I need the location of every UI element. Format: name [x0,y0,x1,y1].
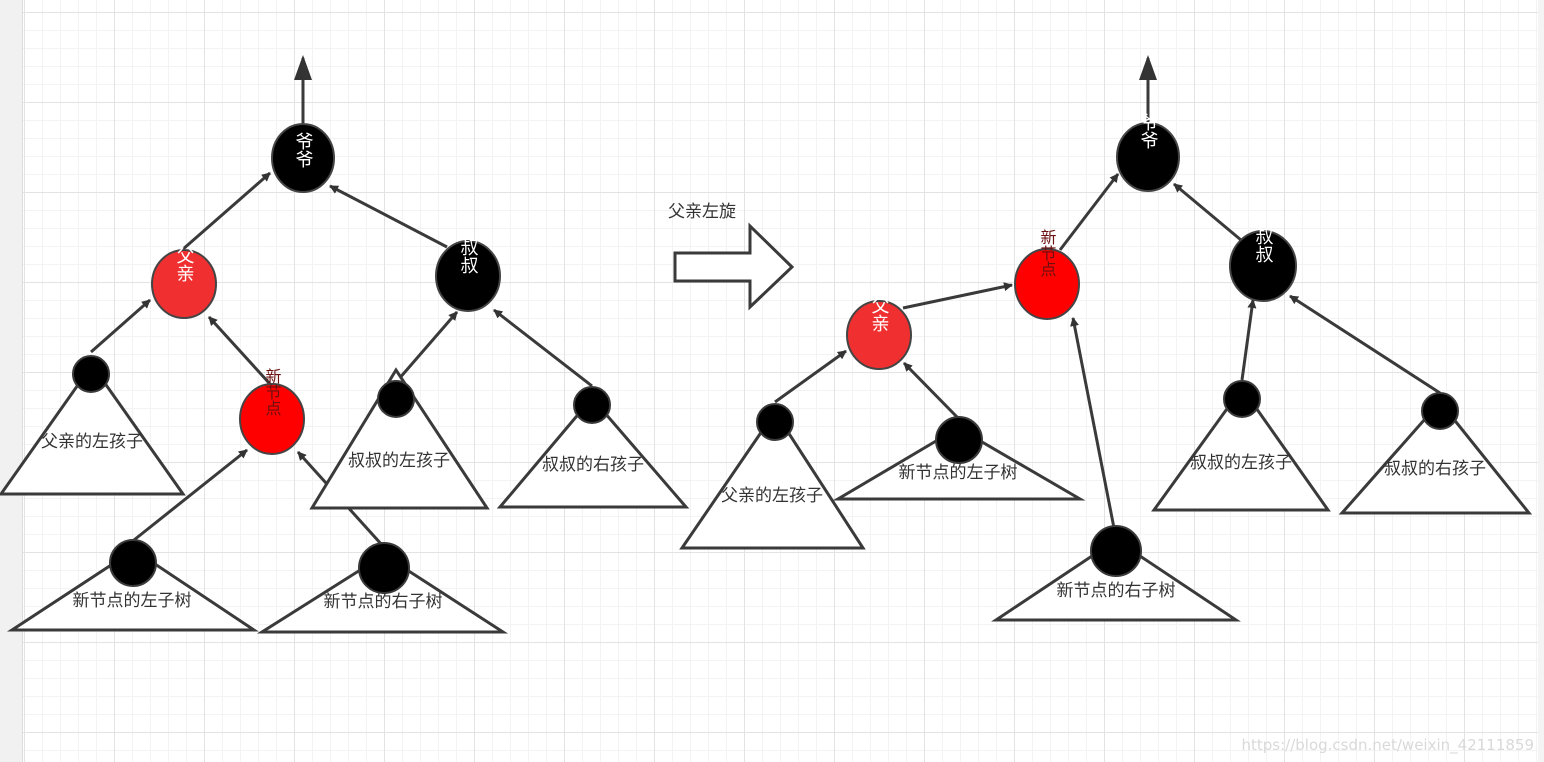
label-new-node-r: 新节点 [1038,229,1057,277]
label-uncle: 叔叔 [458,238,479,274]
subtree-uncle-left [309,367,490,510]
subtree-root-father-left-r [756,403,794,441]
subtree-uncle-right-r [1338,399,1533,515]
edge-uncleleft-uncle-r [1240,299,1257,381]
edge-uncleright-uncle [493,308,593,388]
node-uncle [435,240,501,312]
label-uncle-left-child-r: 叔叔的左孩子 [1190,453,1292,473]
edge-newleft-father [902,361,960,420]
operation: 父亲左旋 [668,202,795,311]
label-father-left-child: 父亲的左孩子 [41,432,143,452]
node-uncle-r [1229,230,1297,302]
operation-label: 父亲左旋 [668,202,736,222]
edge-newleft-newnode [133,448,248,542]
label-father-left-child-r: 父亲的左孩子 [721,486,823,506]
edge-fatherleft-father-r [774,349,847,404]
node-grandpa-r [1116,122,1180,192]
left-tree: 爷爷 叔叔 父亲 新节点 父亲的左孩子 叔叔的左孩子 叔叔的右孩子 新节点的左子… [0,55,690,634]
edge-fatherleft-father [90,298,151,354]
label-uncle-right-child: 叔叔的右孩子 [542,455,644,475]
edge-father-newnode [902,282,1013,310]
label-grandpa-r: 爷爷 [1138,113,1159,149]
node-father-r [846,300,912,370]
edge-newright-newnode-r [1070,317,1116,529]
node-new [239,383,305,455]
node-grandpa [271,123,335,193]
watermark: https://blog.csdn.net/weixin_42111859 [1241,736,1534,755]
subtree-new-right-r [991,538,1241,622]
edge-uncle-grandpa-r [1173,182,1242,242]
label-uncle-r: 叔叔 [1253,227,1274,263]
subtree-root-new-left-r [935,416,983,464]
edge-father-grandpa [181,171,271,252]
subtree-root-uncle-left [377,380,415,418]
subtree-uncle-left-r [1151,385,1331,512]
edge-newnode-father [207,315,272,386]
subtree-root-new-right [358,542,410,594]
right-tree: 爷爷 叔叔 新节点 父亲 父亲的左孩子 新节点的左子树 新节点的右子树 叔叔的左… [679,55,1533,622]
subtree-root-uncle-left-r [1223,380,1261,418]
label-new-left-subtree: 新节点的左子树 [73,591,192,611]
arrow-grandpa-up-head [294,55,312,80]
subtree-root-uncle-right-r [1421,392,1459,430]
node-father [151,249,217,319]
canvas-right-ruler [1538,0,1544,762]
subtree-father-left [0,362,186,496]
label-new-left-subtree-r: 新节点的左子树 [899,463,1018,483]
label-new-right-subtree: 新节点的右子树 [324,592,443,612]
label-father: 父亲 [174,246,195,282]
subtree-root-uncle-right [573,386,611,424]
label-new-node: 新节点 [263,368,282,416]
subtree-root-new-left [109,539,157,587]
label-grandpa: 爷爷 [293,132,314,168]
edge-uncleright-uncle-r [1289,294,1441,395]
block-arrow-right [673,222,795,311]
node-new-r [1014,248,1080,320]
edge-uncleleft-uncle [396,311,459,381]
label-uncle-left-child: 叔叔的左孩子 [348,451,450,471]
subtree-new-left [6,548,259,632]
canvas-left-ruler [0,0,23,762]
label-new-right-subtree-r: 新节点的右子树 [1057,581,1176,601]
edge-uncle-grandpa [329,184,448,249]
edge-newnode-grandpa [1058,173,1120,251]
label-father-r: 父亲 [869,296,890,332]
subtree-root-new-right-r [1090,525,1142,577]
subtree-uncle-right [496,395,690,509]
label-uncle-right-child-r: 叔叔的右孩子 [1384,459,1486,479]
arrow-grandpa-up-head-r [1139,55,1157,80]
subtree-root-father-left [72,355,110,393]
subtree-father-left-r [679,409,866,550]
